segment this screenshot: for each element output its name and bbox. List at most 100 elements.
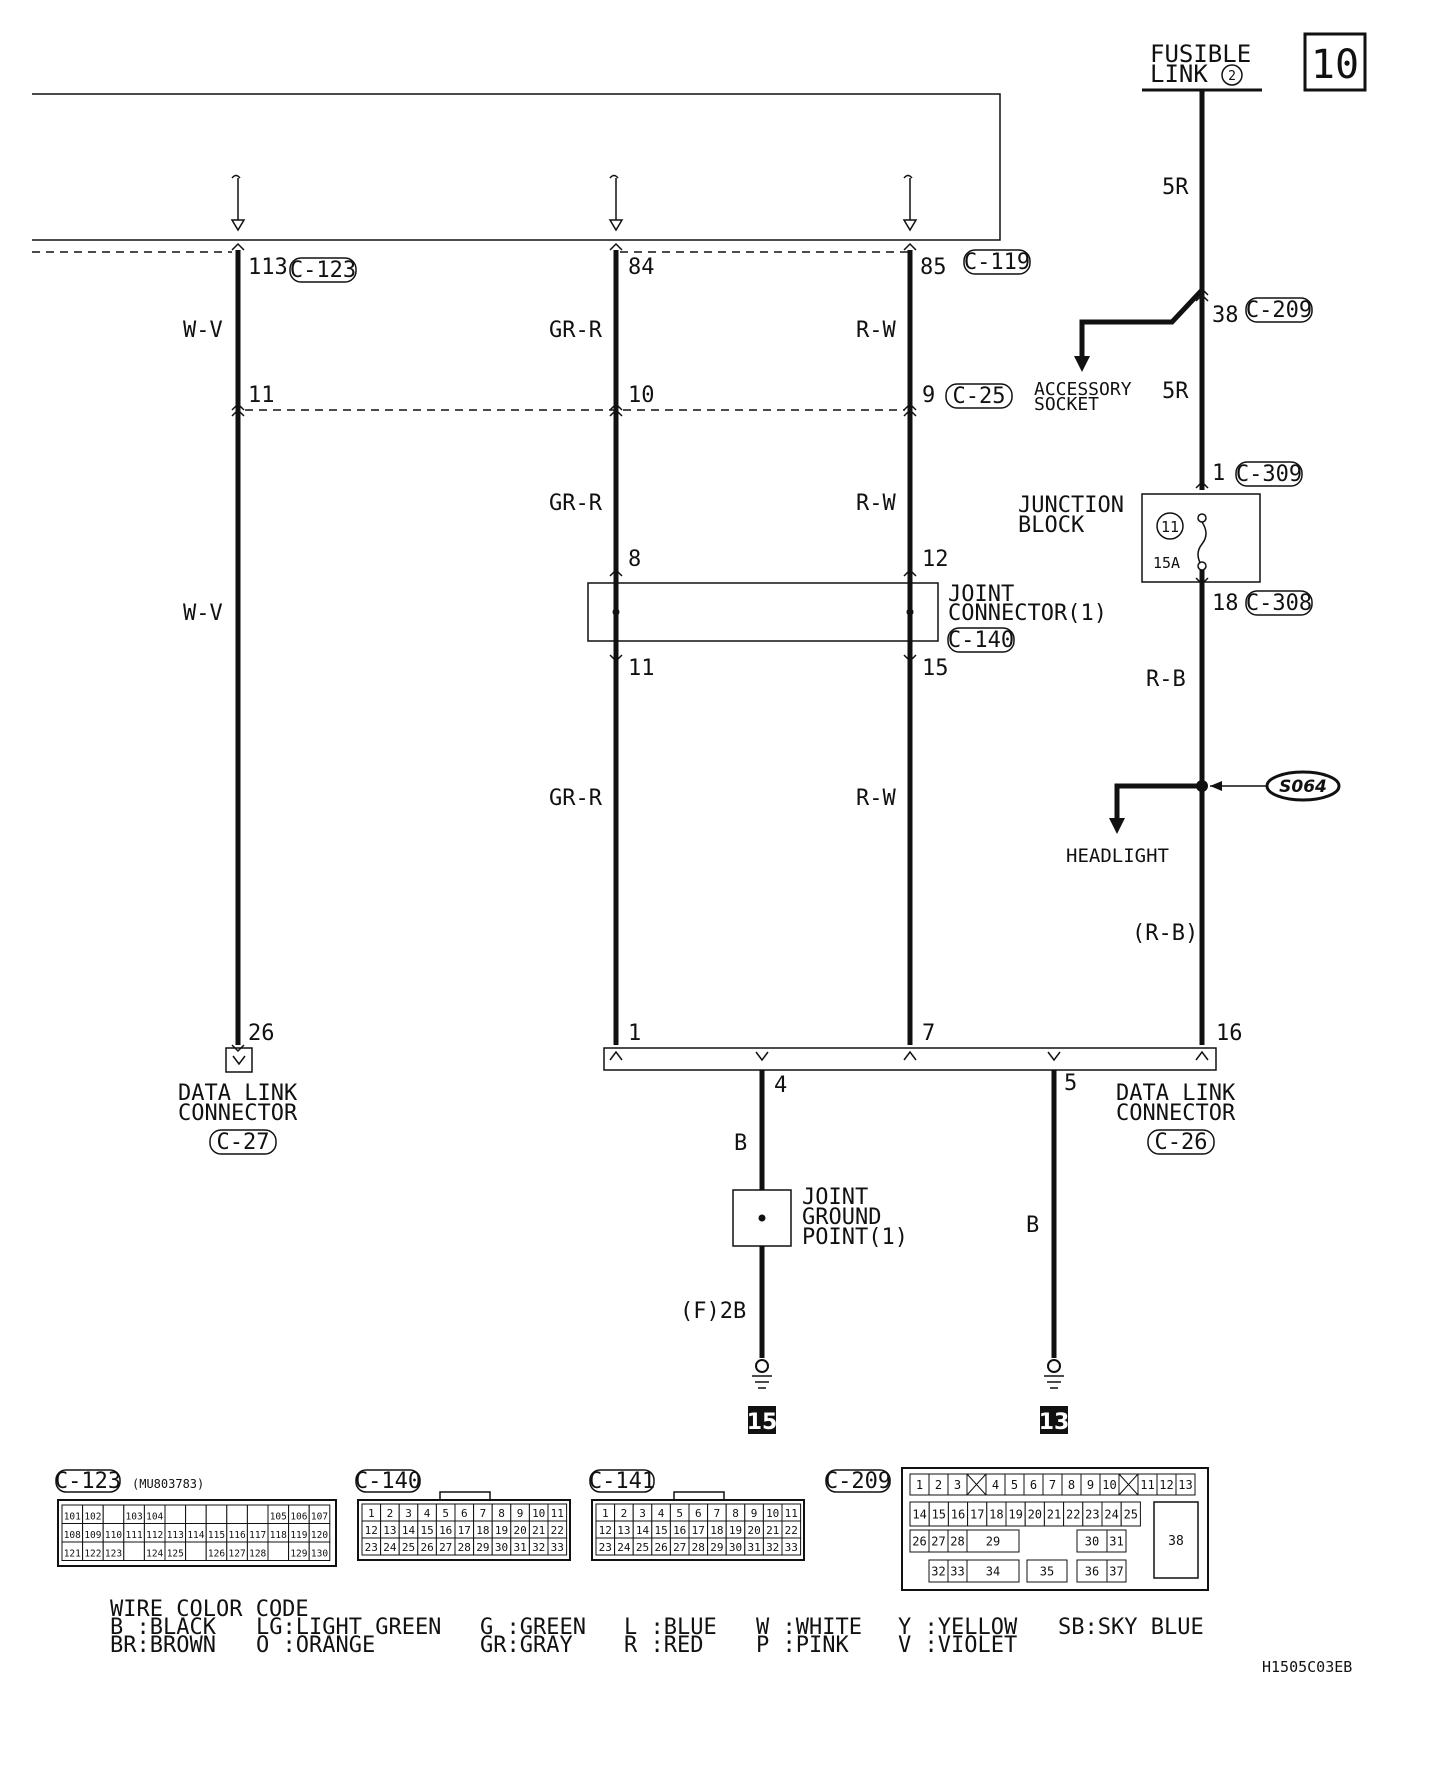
- pin-number: 119: [290, 1530, 307, 1541]
- fuse-rating: 15A: [1153, 554, 1180, 572]
- pin-number: 125: [167, 1549, 184, 1560]
- pin-number: 1: [602, 1507, 609, 1520]
- pin-number: 110: [105, 1530, 122, 1541]
- pin-cell: [164, 1504, 187, 1524]
- pin-18: 18: [1212, 591, 1239, 616]
- accessory-socket-label-2: SOCKET: [1034, 394, 1099, 415]
- pin-number: 29: [710, 1541, 723, 1554]
- pin-number: 38: [1168, 1534, 1184, 1549]
- pin-number: 33: [785, 1541, 798, 1554]
- wire-color-rw: R-W: [856, 318, 896, 343]
- wire-color-grr-3: GR-R: [549, 786, 603, 811]
- c119-badge: [963, 249, 1031, 275]
- pin-number: 111: [126, 1530, 143, 1541]
- pin-number: 19: [495, 1524, 508, 1537]
- pin-number: 3: [405, 1507, 412, 1520]
- pin-number: 6: [461, 1507, 468, 1520]
- pin-number: 27: [673, 1541, 686, 1554]
- pin-number: 12: [1159, 1478, 1173, 1492]
- pin-number: 24: [383, 1541, 397, 1554]
- pin-number: 106: [290, 1512, 307, 1523]
- ground-symbol: [1044, 1359, 1064, 1389]
- pin-number: 9: [1087, 1478, 1094, 1492]
- pin-number: 4: [424, 1507, 431, 1520]
- c25-label: C-25: [953, 384, 1006, 409]
- dlc-c27-label-2: CONNECTOR: [178, 1101, 298, 1126]
- pin-number: 18: [476, 1524, 489, 1537]
- pin-number: 129: [290, 1549, 307, 1560]
- legend-item: O :ORANGE: [256, 1633, 375, 1658]
- pin-number: 17: [692, 1524, 705, 1537]
- pin-number: 104: [146, 1512, 163, 1523]
- legend-item: GR:GRAY: [480, 1633, 573, 1658]
- pin-cell: [1026, 1559, 1068, 1583]
- pin-number: 114: [187, 1530, 204, 1541]
- pin-11b: 11: [628, 656, 655, 681]
- dlc-c26-label-1: DATA LINK: [1116, 1081, 1236, 1106]
- pin-number: 26: [912, 1535, 926, 1549]
- pin-number: 23: [599, 1541, 612, 1554]
- wire-color-rb: R-B: [1146, 667, 1186, 692]
- pin-cell: [226, 1504, 248, 1524]
- pin-number: 120: [311, 1530, 328, 1541]
- pin-number: 14: [402, 1524, 416, 1537]
- pin-number: 10: [1102, 1478, 1116, 1492]
- pin-number: 11: [551, 1507, 564, 1520]
- pin-number: 35: [1040, 1565, 1054, 1579]
- wire-color-wv: W-V: [183, 318, 223, 343]
- fusible-link-number-circle: [1221, 64, 1243, 86]
- pin-cell-large: [1153, 1501, 1199, 1579]
- pin-number: 18: [989, 1508, 1003, 1522]
- pin-number: 32: [931, 1565, 945, 1579]
- pin-number: 34: [986, 1565, 1000, 1579]
- pin-number: 105: [270, 1512, 287, 1523]
- pin-number: 16: [951, 1508, 965, 1522]
- control-unit-outline: [32, 93, 1001, 241]
- ecu-internal-lead: [230, 174, 246, 232]
- pin-number: 21: [1047, 1508, 1061, 1522]
- pin-number: 25: [402, 1541, 415, 1554]
- dlc-c26-pin-marks: [609, 1050, 1209, 1062]
- pin-number: 10: [532, 1507, 545, 1520]
- pin-cell: [185, 1504, 207, 1524]
- pin-number: 36: [1085, 1565, 1099, 1579]
- c123-housing: [57, 1499, 337, 1567]
- blank-cavity: [966, 1473, 987, 1496]
- pin-85: 85: [920, 255, 947, 280]
- c123-label: C-123: [290, 258, 356, 283]
- pin-number: 22: [1066, 1508, 1080, 1522]
- pin-number: 112: [146, 1530, 163, 1541]
- dlc-c27-label-1: DATA LINK: [178, 1081, 298, 1106]
- pin-number: 101: [64, 1512, 81, 1523]
- pin-number: 11: [785, 1507, 798, 1520]
- legend-item: SB:SKY BLUE: [1058, 1615, 1204, 1640]
- diagram-code: H1505C03EB: [1262, 1658, 1352, 1676]
- pin-cell: [246, 1504, 269, 1524]
- pin-number: 4: [992, 1478, 999, 1492]
- pin-cell: [102, 1504, 125, 1524]
- pin-number: 12: [599, 1524, 612, 1537]
- wire-color-rb-paren: (R-B): [1132, 921, 1198, 946]
- c26-label: C-26: [1155, 1130, 1208, 1155]
- junction-block-box: [1141, 493, 1261, 583]
- junction-block-label-2: BLOCK: [1018, 513, 1085, 538]
- jgp-label-1: JOINT: [802, 1185, 868, 1210]
- c123-part-number: (MU803783): [132, 1477, 204, 1491]
- fuse-number-circle: [1156, 512, 1184, 540]
- pin-number: 19: [729, 1524, 742, 1537]
- pin-number: 116: [229, 1530, 246, 1541]
- pin-number: 23: [365, 1541, 378, 1554]
- pin-11: 11: [248, 383, 275, 408]
- pin-number: 118: [270, 1530, 287, 1541]
- pin-number: 29: [986, 1535, 1000, 1549]
- ground-13-badge: [1040, 1406, 1068, 1434]
- pin-number: 24: [617, 1541, 631, 1554]
- wire-color-wv-2: W-V: [183, 601, 223, 626]
- pin-number: 25: [1124, 1508, 1138, 1522]
- pin-number: 28: [950, 1535, 964, 1549]
- pin-number: 7: [480, 1507, 487, 1520]
- pin-number: 8: [1068, 1478, 1075, 1492]
